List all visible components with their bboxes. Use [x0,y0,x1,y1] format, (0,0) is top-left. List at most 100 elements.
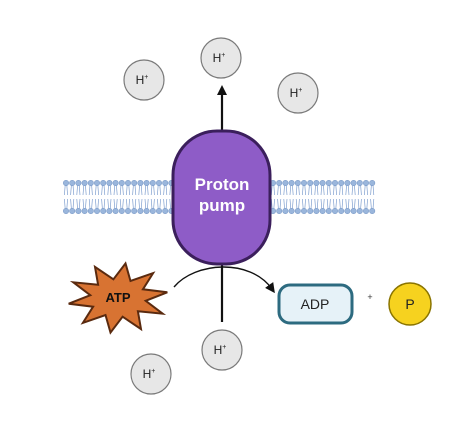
membrane-right-bottom-lipid-head [307,208,314,215]
atp-starburst [68,261,168,335]
membrane-right-top-lipid-tail [357,184,362,196]
membrane-left-top-lipid-head [125,180,132,187]
membrane-right-bottom-lipid-tail [320,198,325,210]
membrane-left-bottom-lipid-head [156,208,163,215]
hydrogen-ion-top-right-label: H+ [290,86,303,100]
membrane-left-top-lipid-head [69,180,76,187]
membrane-right-top-lipid-tail [333,184,337,196]
membrane-left-bottom-lipid-tail [119,198,124,210]
membrane-right-bottom-lipid-head [288,208,295,215]
membrane-right-bottom-lipid-tail [283,198,288,210]
membrane-left-top-lipid-tail [150,184,155,196]
hydrogen-ion-top-right: H+ [277,72,319,114]
membrane-right-bottom-lipid-head [331,208,338,215]
membrane-right-bottom-lipid-tail [339,198,344,210]
membrane-right-top-lipid-tail [289,184,294,196]
adp-box [277,283,354,325]
membrane-right-top-lipid-tail [339,184,344,196]
hydrogen-ion-bottom-center-label: H+ [214,343,227,357]
membrane-right-bottom-lipid-head [282,208,289,215]
membrane-left-section [62,180,175,215]
membrane-right-top-lipid-tail [271,184,275,196]
membrane-right-bottom-lipid-head [313,208,320,215]
membrane-left-top-lipid-head [75,180,82,187]
membrane-right-bottom-lipid-tail [308,198,313,210]
hydrogen-ion-top-center-charge: + [221,52,225,59]
hydrogen-ion-top-left-circle [123,59,165,101]
membrane-left-top-lipid-head [94,180,101,187]
membrane-left-top-lipid-tail [113,184,118,196]
proton-pump: Proton pump [171,129,272,266]
membrane-left-bottom-lipid-tail [132,198,137,210]
membrane-right-top-lipid-tail [283,184,288,196]
membrane-left-top-lipid-tail [157,184,161,196]
membrane-left-bottom-lipid-head [112,208,119,215]
membrane-right-bottom-lipid-tail [370,198,375,210]
membrane-left-top-lipid-head [106,180,113,187]
membrane-right-bottom-lipid-tail [333,198,337,210]
membrane-right-top-lipid-head [331,180,338,187]
membrane-left-bottom-lipid-tail [76,198,81,210]
membrane-right-bottom-lipid-tail [357,198,362,210]
membrane-right-bottom-lipid-head [319,208,326,215]
membrane-left-top-lipid-head [156,180,163,187]
hydrogen-ion-bottom-left-charge: + [151,368,155,375]
hydrogen-ion-top-center-label: H+ [213,51,226,65]
membrane-right-top-lipid-tail [314,184,319,196]
membrane-right-top-lipid-head [338,180,345,187]
membrane-left-top-lipid-tail [101,184,106,196]
membrane-right-bottom-lipid-head [325,208,332,215]
membrane-left-top-lipid-head [137,180,144,187]
membrane-left-bottom-lipid-head [87,208,94,215]
membrane-right-bottom-lipid-tail [364,198,368,210]
membrane-right-top-lipid-head [300,180,307,187]
membrane-left-bottom-lipid-tail [126,198,130,210]
membrane-right-top-lipid-head [294,180,301,187]
membrane-right-bottom-lipid-tail [326,198,331,210]
membrane-right-top-lipid-head [350,180,357,187]
membrane-right-bottom-lipid-tail [345,198,350,210]
membrane-left-bottom-lipid-head [62,208,69,215]
phosphate-label: P [405,296,414,312]
membrane-left-bottom-lipid-head [106,208,113,215]
membrane-right-bottom-lipid-head [338,208,345,215]
membrane-right-top-lipid-head [319,180,326,187]
membrane-right-top-lipid-tail [320,184,325,196]
membrane-left-top-lipid-tail [107,184,112,196]
membrane-right-top-lipid-tail [370,184,375,196]
membrane-right-top-lipid-head [307,180,314,187]
membrane-right-top-lipid-head [313,180,320,187]
membrane-left-bottom-lipid-head [125,208,132,215]
membrane-left-bottom-lipid-tail [138,198,143,210]
membrane-left-bottom-lipid-head [94,208,101,215]
membrane-right-bottom-lipid-head [369,208,376,215]
hydrogen-ion-top-center-circle [200,37,242,79]
hydrogen-ion-bottom-center-charge: + [222,344,226,351]
hydrogen-ion-top-left-charge: + [144,74,148,81]
hydrogen-ion-bottom-left-circle [130,353,172,395]
hydrogen-ion-top-right-circle [277,72,319,114]
membrane-left-bottom-lipid-head [81,208,88,215]
membrane-left-bottom-lipid-head [100,208,107,215]
plus-sign: + [367,292,372,302]
proton-pump-label-line2: pump [199,196,245,215]
membrane-left-top-lipid-tail [144,184,149,196]
atp-to-adp-arrow [173,266,275,294]
membrane-right-top-lipid-head [288,180,295,187]
membrane-left-bottom-lipid-head [69,208,76,215]
hydrogen-ion-top-left: H+ [123,59,165,101]
membrane-left-bottom-lipid-head [137,208,144,215]
membrane-right-top-lipid-tail [308,184,313,196]
membrane-left-bottom-lipid-tail [144,198,149,210]
membrane-right-top-lipid-tail [277,184,282,196]
membrane-right-top-lipid-tail [302,184,306,196]
membrane-left-top-lipid-tail [163,184,168,196]
membrane-left-bottom-lipid-tail [150,198,155,210]
membrane-left-bottom-lipid-tail [95,198,99,210]
membrane-left-top-lipid-tail [70,184,75,196]
hydrogen-ion-bottom-left-label: H+ [143,367,156,381]
hydrogen-ion-top-center-symbol: H [213,51,222,65]
membrane-left-top-lipid-tail [64,184,68,196]
membrane-right-top-lipid-head [362,180,369,187]
membrane-left-top-lipid-head [81,180,88,187]
